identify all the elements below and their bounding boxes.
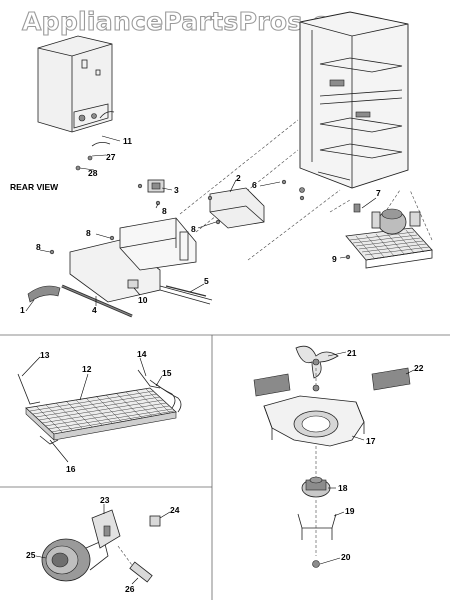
callout-12: 12 xyxy=(82,364,92,374)
callout-26: 26 xyxy=(125,584,135,594)
callout-3: 3 xyxy=(174,185,179,195)
rear-view-caption: REAR VIEW xyxy=(10,182,59,192)
callout-7: 7 xyxy=(376,188,381,198)
callout-28: 28 xyxy=(88,168,98,178)
callout-2: 2 xyxy=(236,173,241,183)
part-10-clip xyxy=(127,279,139,289)
leader-lines-fan xyxy=(319,351,415,565)
leader-lines-coil xyxy=(21,356,163,463)
part-6-screw xyxy=(299,187,305,193)
callout-1: 1 xyxy=(20,305,25,315)
evaporator-fan-assembly xyxy=(253,345,411,568)
leader-lines-motor xyxy=(35,504,171,585)
callout-5: 5 xyxy=(204,276,209,286)
callout-4: 4 xyxy=(92,305,97,315)
callout-20: 20 xyxy=(341,552,351,562)
callout-16: 16 xyxy=(66,464,76,474)
panel-dividers xyxy=(0,334,450,600)
part-7-clip xyxy=(353,203,361,213)
condenser-fan-motor xyxy=(41,509,161,583)
callout-22: 22 xyxy=(414,363,424,373)
part-5-tube xyxy=(165,285,207,297)
refrigerator-cabinet xyxy=(299,11,409,189)
callout-18: 18 xyxy=(338,483,348,493)
screws xyxy=(49,179,351,260)
callout-13: 13 xyxy=(40,350,50,360)
parts-11-27-28 xyxy=(75,142,111,171)
callout-24: 24 xyxy=(170,505,180,515)
callout-15: 15 xyxy=(162,368,172,378)
callout-17: 17 xyxy=(366,436,376,446)
callout-8-c: 8 xyxy=(86,228,91,238)
callout-19: 19 xyxy=(345,506,355,516)
drain-heater xyxy=(61,284,213,318)
callout-23: 23 xyxy=(100,495,110,505)
rear-view-cabinet xyxy=(37,35,115,133)
callout-21: 21 xyxy=(347,348,357,358)
callout-27: 27 xyxy=(106,152,116,162)
callout-9: 9 xyxy=(332,254,337,264)
callout-8-b: 8 xyxy=(191,224,196,234)
callout-6: 6 xyxy=(252,180,257,190)
part-1-cover xyxy=(27,285,61,303)
callout-8-d: 8 xyxy=(36,242,41,252)
callout-10: 10 xyxy=(138,295,148,305)
condenser-coil xyxy=(17,369,182,445)
callout-14: 14 xyxy=(137,349,147,359)
part-3-relay xyxy=(147,179,165,193)
part-2-bracket xyxy=(209,187,265,229)
callout-8-a: 8 xyxy=(162,206,167,216)
callout-11: 11 xyxy=(123,136,132,146)
leader-lines-top xyxy=(25,135,377,312)
compressor-assembly xyxy=(345,208,433,269)
callout-25: 25 xyxy=(26,550,36,560)
